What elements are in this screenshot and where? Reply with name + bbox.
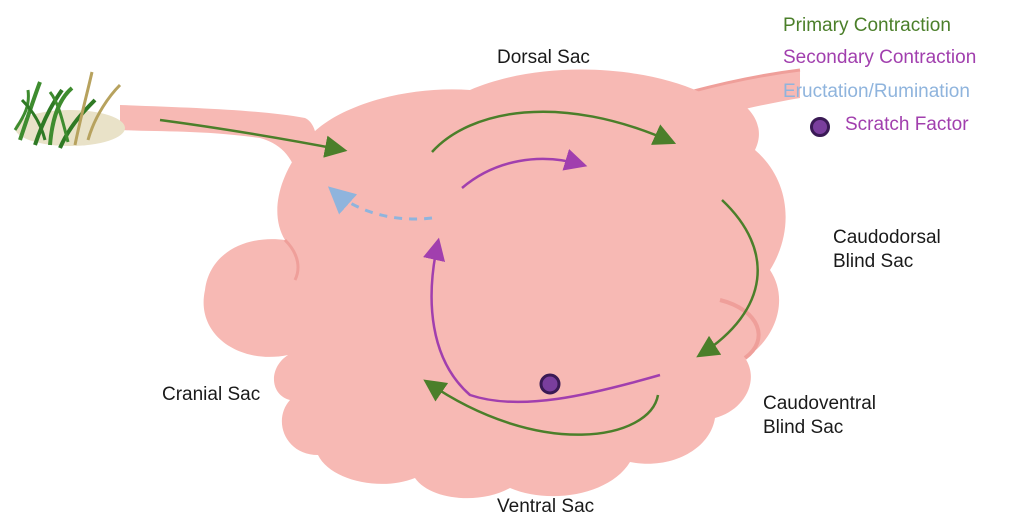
label-cranial-sac: Cranial Sac (162, 383, 260, 407)
label-dorsal-sac: Dorsal Sac (497, 46, 590, 70)
label-caudoventral-line1: Caudoventral (763, 392, 876, 416)
grass-icon (15, 72, 125, 148)
scratch-factor-dot-icon (541, 375, 559, 393)
legend-secondary: Secondary Contraction (783, 46, 976, 70)
label-caudodorsal-line2: Blind Sac (833, 250, 913, 274)
legend-scratch: Scratch Factor (845, 113, 969, 137)
label-caudodorsal-line1: Caudodorsal (833, 226, 941, 250)
label-caudoventral-line2: Blind Sac (763, 416, 843, 440)
scratch-factor-legend-icon (810, 117, 830, 137)
esophagus (120, 105, 317, 180)
legend-primary: Primary Contraction (783, 14, 951, 38)
legend-eructation: Eructation/Rumination (783, 80, 970, 104)
label-ventral-sac: Ventral Sac (497, 495, 594, 519)
